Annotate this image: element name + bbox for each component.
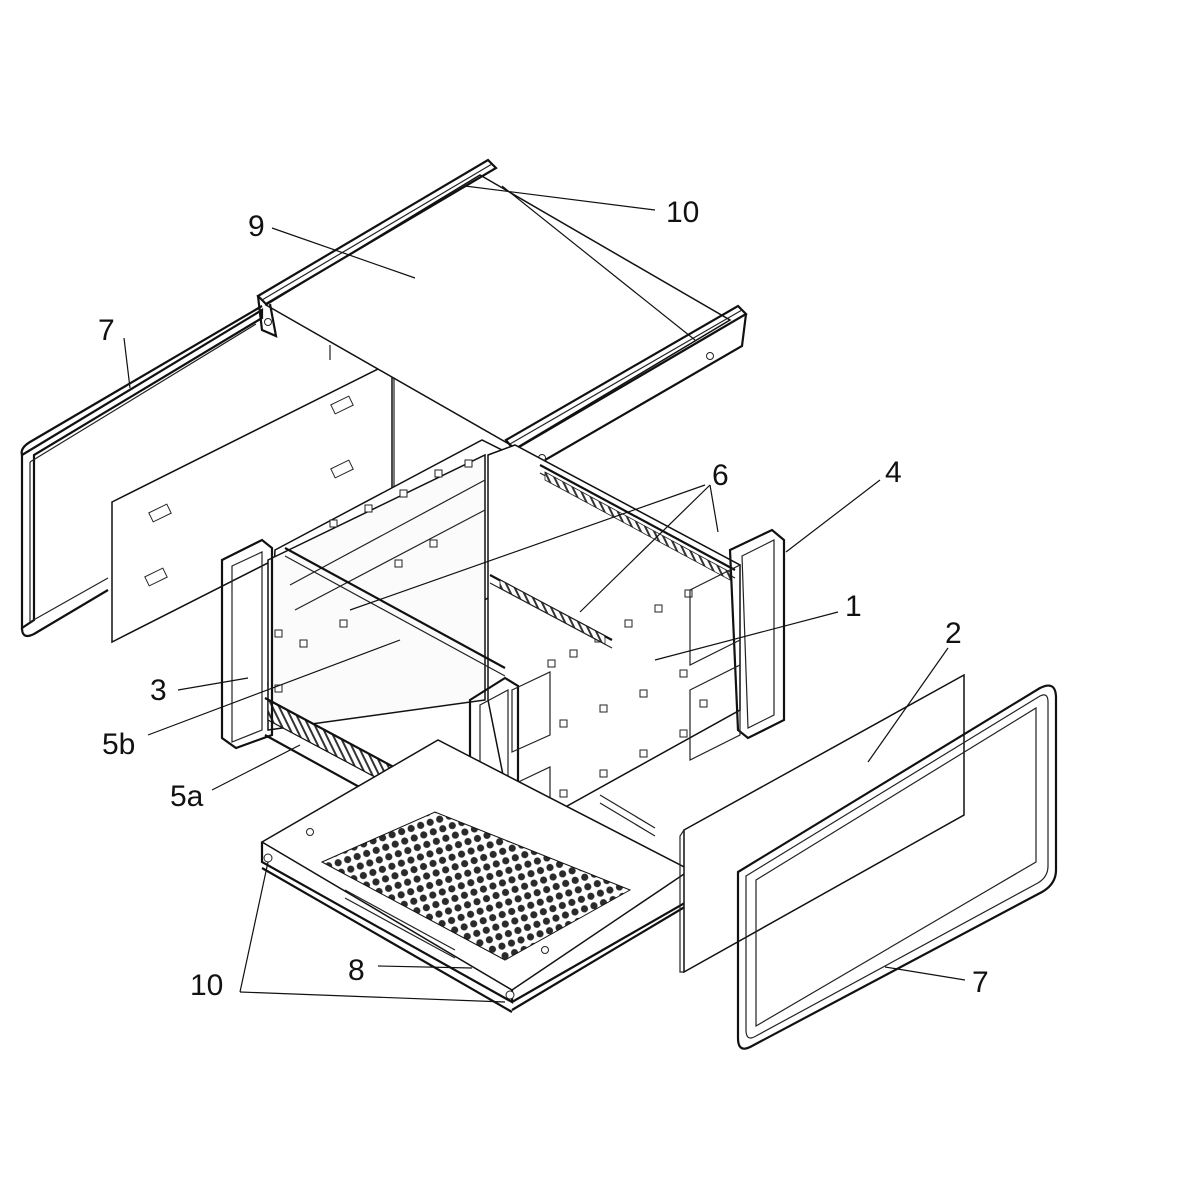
leader-10-bottom-b (239, 991, 506, 1003)
leader-10-bottom-a (239, 861, 269, 993)
callout-labels: 10 9 7 6 4 1 2 3 5b 5a 8 10 7 (98, 196, 989, 1002)
top-rail-back (256, 158, 498, 338)
label-8: 8 (348, 954, 365, 987)
rear-frame-handle (689, 528, 786, 761)
left-side-panel (111, 360, 395, 644)
base-tray (260, 739, 692, 1004)
leader-10-top-a (464, 185, 656, 211)
label-10-top: 10 (666, 196, 699, 229)
leader-3 (177, 677, 249, 691)
label-7-bottom: 7 (972, 966, 989, 999)
leader-2 (867, 647, 949, 763)
leader-8 (377, 965, 473, 969)
card-guide-rails (284, 464, 736, 677)
label-10-bottom: 10 (190, 969, 223, 1002)
leader-4 (785, 479, 881, 553)
label-9: 9 (248, 210, 265, 243)
chassis-right-side-holes (274, 459, 708, 798)
left-gasket-frame (20, 305, 264, 638)
label-1: 1 (845, 590, 862, 623)
label-2: 2 (945, 617, 962, 650)
label-6: 6 (712, 459, 729, 492)
leader-6-a (349, 484, 706, 611)
leader-10-top-b (501, 185, 696, 341)
leader-7-bottom (884, 966, 966, 981)
base-rails (261, 867, 689, 1013)
chassis-right-side-wall (487, 444, 741, 837)
label-5a: 5a (170, 780, 204, 813)
leader-6-c (709, 484, 719, 533)
leader-5b (147, 639, 401, 736)
label-7-top: 7 (98, 314, 115, 347)
leader-5a (211, 744, 301, 791)
front-frame-left (220, 538, 274, 750)
leader-lines (123, 185, 966, 1003)
label-3: 3 (150, 674, 167, 707)
leader-7-top (123, 337, 131, 389)
label-4: 4 (885, 456, 902, 489)
right-side-panel (679, 673, 965, 974)
leader-1 (654, 611, 839, 661)
leader-9 (271, 227, 416, 279)
leader-6-b (579, 484, 711, 613)
right-gasket-frame (736, 684, 1058, 1050)
label-5b: 5b (102, 728, 135, 761)
